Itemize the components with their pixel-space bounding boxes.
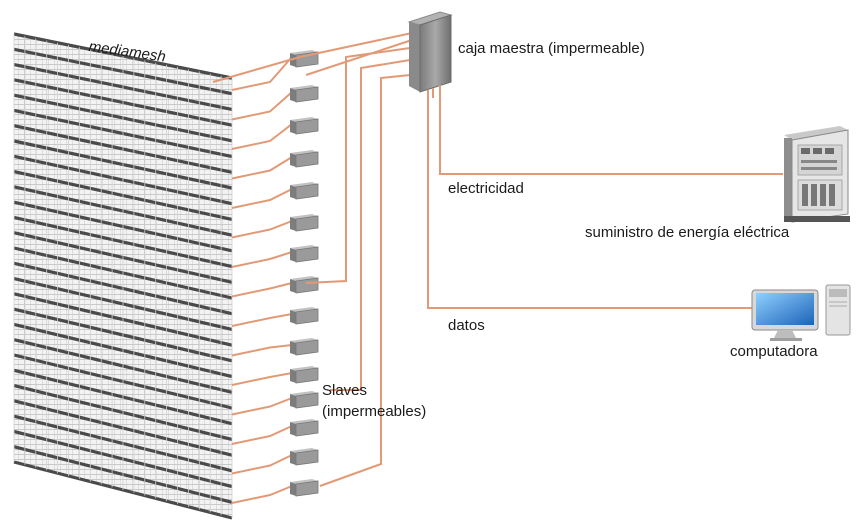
slave-box (290, 150, 319, 168)
slave-box (290, 448, 319, 466)
slave-to-master-cables (212, 32, 413, 487)
slaves-label-line2: (impermeables) (322, 403, 427, 420)
mesh-cable (231, 344, 293, 357)
mesh-cable (231, 282, 293, 298)
mesh-cable (231, 425, 293, 445)
electricity-label: electricidad (448, 180, 524, 197)
slave-box (290, 276, 319, 294)
master-box-label: caja maestra (impermeable) (458, 40, 645, 57)
mesh-cable (231, 156, 293, 180)
slave-box (290, 391, 319, 409)
electricity-cable (432, 85, 783, 175)
mesh-cable (231, 123, 293, 150)
mesh-cable (231, 372, 293, 386)
data-cable (427, 90, 752, 309)
desktop-computer-icon (751, 284, 851, 341)
slave-box (290, 338, 319, 356)
slave-boxes (290, 50, 319, 497)
mesh-cable (231, 56, 293, 91)
slave-box (290, 117, 319, 135)
slave-box (290, 479, 319, 497)
data-label: datos (448, 317, 485, 334)
power-supply-label: suministro de energía eléctrica (585, 224, 790, 241)
slave-box (290, 245, 319, 263)
slave-box (290, 366, 319, 384)
slave-box (290, 419, 319, 437)
mesh-cable (231, 454, 293, 475)
mesh-cable (231, 251, 293, 268)
slave-box (290, 214, 319, 232)
mesh-cable (231, 397, 293, 416)
mesh-to-slave-cables (231, 56, 293, 504)
computer-label: computadora (730, 343, 818, 360)
power-cabinet-icon (784, 126, 850, 223)
mesh-cable (231, 188, 293, 209)
mesh-cable (231, 313, 293, 327)
slave-box (290, 85, 319, 103)
mediamesh-panel (13, 32, 233, 520)
master-box (407, 11, 453, 93)
slaves-label: Slaves (impermeables) (322, 380, 426, 422)
slave-box (290, 182, 319, 200)
mesh-cable (231, 485, 293, 504)
slave-box (290, 307, 319, 325)
mesh-cable (231, 91, 293, 121)
mesh-columns (13, 34, 233, 518)
mesh-cable (231, 220, 293, 239)
slaves-label-line1: Slaves (322, 382, 368, 399)
